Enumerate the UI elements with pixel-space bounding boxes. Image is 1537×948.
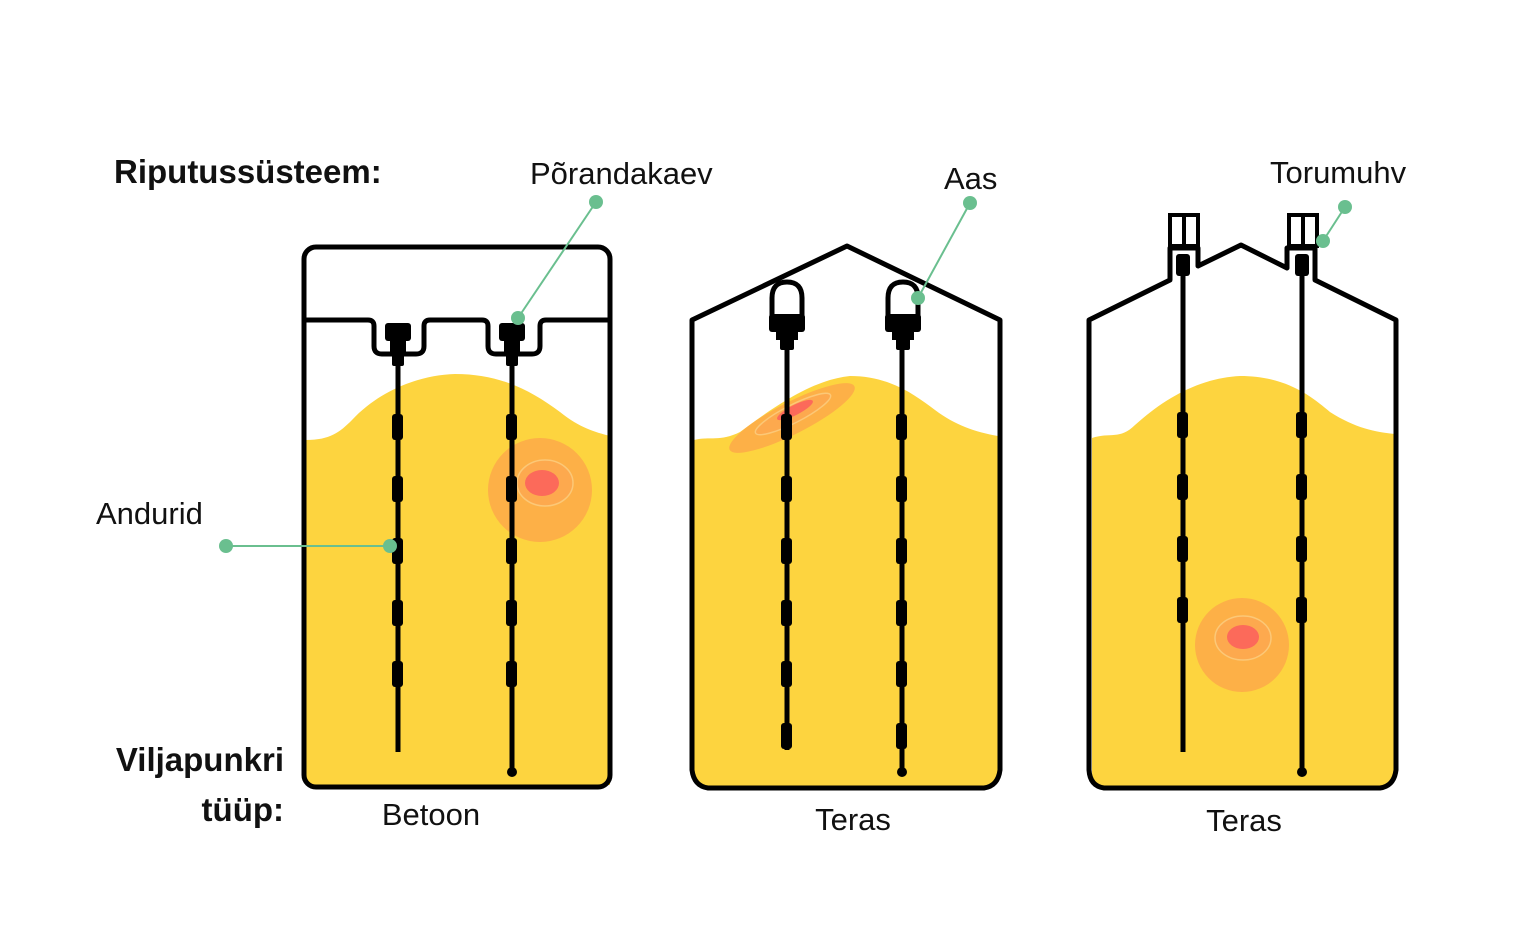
callout-pipe-sleeve: Torumuhv <box>1270 155 1407 248</box>
callout-dot-icon <box>589 195 603 209</box>
callout-sensors: Andurid <box>96 496 397 553</box>
pipe-sleeve <box>1287 213 1319 248</box>
sensor-cable <box>885 279 921 777</box>
callout-ground-well: Põrandakaev <box>511 156 713 325</box>
sensor-cable <box>1295 254 1309 777</box>
callout-dot-icon <box>219 539 233 553</box>
silo-type-label-line1: Viljapunkri <box>116 741 284 778</box>
silo-steel-loop: Teras <box>689 243 1003 837</box>
callout-dot-icon <box>1316 234 1330 248</box>
silo-type-label: Teras <box>1206 803 1282 838</box>
silo-steel-pipe: Teras <box>1086 213 1399 838</box>
callout-dot-icon <box>511 311 525 325</box>
silo-type-label-line2: tüüp: <box>202 791 284 828</box>
hotspot <box>488 438 592 542</box>
callout-pipe-sleeve-label: Torumuhv <box>1270 155 1407 190</box>
callout-loop-label: Aas <box>944 161 997 196</box>
sensor-cable <box>385 323 411 752</box>
callout-dot-icon <box>1338 200 1352 214</box>
sensor-cable <box>1176 254 1190 752</box>
grain-fill <box>306 374 610 785</box>
silo-type-label: Betoon <box>382 797 480 832</box>
grain-fill <box>694 376 998 786</box>
callout-sensors-label: Andurid <box>96 496 203 531</box>
silo-type-label: Teras <box>815 802 891 837</box>
callout-loop: Aas <box>911 161 997 305</box>
ceiling-with-wells <box>301 317 613 357</box>
sensor-cable <box>499 323 525 777</box>
callout-ground-well-label: Põrandakaev <box>530 156 713 191</box>
silo-concrete: Betoon <box>301 244 613 832</box>
callout-dot-icon <box>383 539 397 553</box>
callout-dot-icon <box>963 196 977 210</box>
grain-fill <box>1092 376 1395 786</box>
silo-wall <box>301 244 613 790</box>
hotspot <box>1195 598 1289 692</box>
pipe-sleeve <box>1168 213 1200 248</box>
silo-wall <box>1086 242 1399 791</box>
silo-wall <box>689 243 1003 791</box>
sensor-cable <box>769 279 805 750</box>
suspension-system-label: Riputussüsteem: <box>114 153 382 190</box>
callout-dot-icon <box>911 291 925 305</box>
